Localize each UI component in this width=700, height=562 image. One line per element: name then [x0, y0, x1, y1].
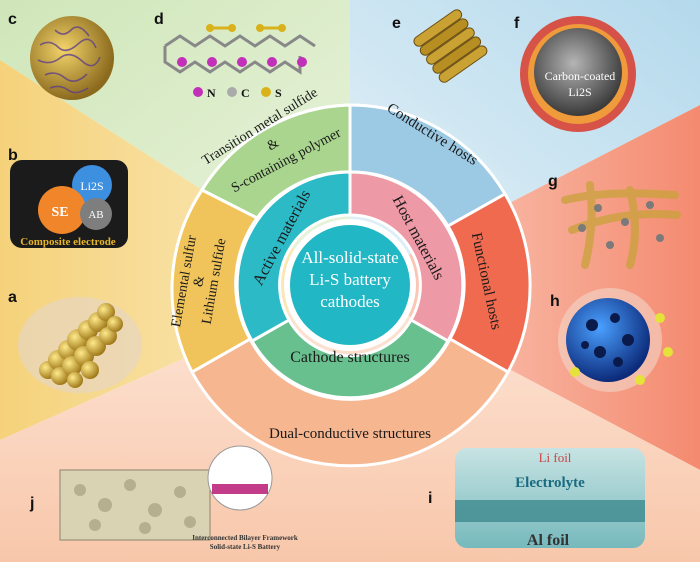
- panel-c-texture: [37, 26, 101, 94]
- panel-j-caption2: Solid-state Li-S Battery: [210, 543, 281, 551]
- label-elemental-line2: &: [191, 275, 208, 288]
- panel-f: f Carbon-coated Li2S: [514, 15, 636, 132]
- panel-f-label2: Li2S: [568, 85, 591, 99]
- center-title-line2: Li-S battery: [309, 270, 391, 289]
- panel-e-letter: e: [392, 15, 401, 32]
- outer-ring: [170, 103, 532, 468]
- panel-b-se-ball: [38, 186, 86, 234]
- panel-a: a: [8, 289, 142, 393]
- panel-d-letter: d: [154, 11, 164, 28]
- panel-a-particles: [39, 303, 123, 388]
- legend-n-dot: [193, 87, 203, 97]
- panel-d-n-atoms: [177, 57, 307, 67]
- panel-i-bottom: Al foil: [527, 532, 570, 549]
- legend-c-label: C: [241, 86, 250, 100]
- panel-j-zoom: [207, 445, 273, 511]
- panel-i-stack: [455, 448, 645, 548]
- segment-active-materials: [235, 170, 352, 344]
- panel-c-letter: c: [8, 11, 17, 28]
- panel-j-texture: [74, 479, 196, 534]
- panel-j-letter: j: [29, 495, 34, 512]
- panel-f-letter: f: [514, 15, 520, 32]
- legend-s-label: S: [275, 86, 282, 100]
- panel-e: e: [392, 9, 488, 83]
- legend-c-dot: [227, 87, 237, 97]
- panel-i: i Li foil Electrolyte Al foil: [428, 448, 645, 549]
- panel-j-caption1: Interconnected Bilayer Framework: [192, 534, 298, 542]
- panel-b: b Li2S SE AB Composite electrode: [8, 147, 128, 248]
- segment-host-materials: [348, 170, 465, 344]
- legend-n-label: N: [207, 86, 216, 100]
- panel-i-mid: Electrolyte: [515, 475, 585, 491]
- panel-h-letter: h: [550, 293, 560, 310]
- segment-cathode-structures: [249, 317, 451, 400]
- panel-g-letter: g: [548, 173, 558, 190]
- panel-e-tubes: [413, 9, 488, 83]
- panel-h-pores: [581, 313, 634, 367]
- panel-b-ab: AB: [88, 209, 103, 221]
- label-dual-conductive: Dual-conductive structures: [269, 426, 431, 442]
- panel-a-letter: a: [8, 289, 17, 306]
- inner-ring: [235, 170, 465, 400]
- panel-d: d N C S: [154, 11, 316, 100]
- legend-s-dot: [261, 87, 271, 97]
- panel-i-letter: i: [428, 490, 432, 507]
- center-disc: [290, 225, 410, 345]
- panel-f-label1: Carbon-coated: [545, 69, 616, 83]
- label-cathode-structures: Cathode structures: [290, 349, 410, 366]
- center-title-line3: cathodes: [320, 292, 379, 311]
- panel-j-block: [59, 469, 211, 541]
- panel-b-ab-ball: [80, 198, 112, 230]
- panel-d-chain: [163, 34, 316, 75]
- panel-b-se: SE: [51, 205, 68, 220]
- panel-b-letter: b: [8, 147, 18, 164]
- panel-i-top: Li foil: [539, 450, 572, 465]
- panel-h-sulfur: [570, 313, 673, 385]
- panel-c-sphere: [30, 16, 114, 100]
- panel-g-particles: [578, 201, 664, 249]
- panel-c: c: [8, 11, 114, 100]
- panel-b-caption: Composite electrode: [20, 236, 116, 248]
- panel-b-li2s-ball: [72, 165, 112, 205]
- panel-g: g: [548, 173, 681, 269]
- panel-j-zoom-layer: [212, 484, 268, 494]
- center-title-line1: All-solid-state: [301, 248, 398, 267]
- panel-i-cathode-layer: [455, 500, 645, 522]
- panel-j: j Interconnected Bilayer Framework Solid…: [29, 445, 298, 551]
- panel-b-li2s: Li2S: [80, 179, 103, 193]
- panel-h: h: [550, 288, 673, 392]
- panel-h-sphere: [566, 298, 650, 382]
- panel-f-core: [534, 28, 622, 116]
